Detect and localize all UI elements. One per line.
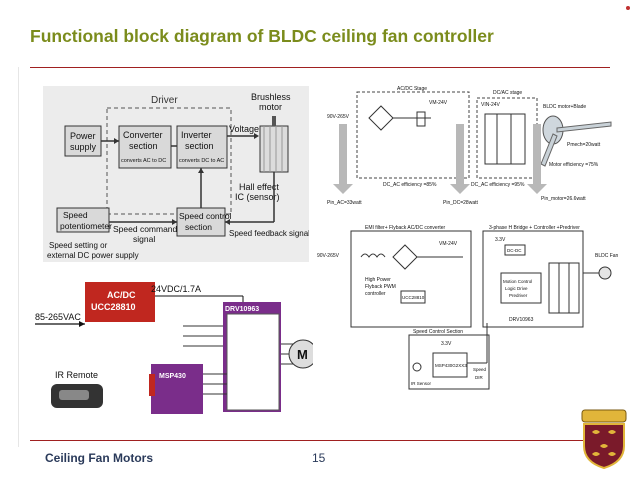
ir-remote-label: IR Remote — [55, 370, 98, 380]
dc-ac-eff2: DC_AC efficiency =95% — [471, 182, 525, 188]
mr-drv: DRV10963 — [509, 317, 534, 323]
driver-label: Driver — [151, 95, 178, 106]
mr-v33: 3.3V — [495, 237, 506, 243]
acdc-chip-line1: AC/DC — [107, 290, 136, 300]
acdc-chip-line2: UCC28810 — [91, 302, 136, 312]
acdc-stage-box — [356, 91, 470, 179]
speed-command-line1: Speed command — [113, 224, 178, 234]
speed-section-box — [408, 334, 490, 390]
page-number: 15 — [312, 451, 326, 465]
mcu-chip — [151, 364, 203, 414]
acdc-chip — [85, 282, 155, 322]
driver-boundary — [106, 107, 232, 215]
emi-box — [350, 230, 472, 328]
arrow-pin-ac — [333, 124, 353, 194]
arrow-pin-motor — [527, 124, 547, 194]
footer-rule — [30, 440, 585, 441]
logic-line1: Motion Control — [503, 279, 532, 284]
motor-symbol-label: M — [297, 347, 308, 362]
dir-tag: DIR — [475, 375, 484, 380]
motor-body — [259, 125, 289, 173]
mcu-chip-label: MSP430 — [159, 373, 186, 380]
dcac-stage-label: DC/AC stage — [493, 90, 522, 96]
pin-ac-label: Pin_AC=33watt — [327, 200, 362, 206]
speed-pot-line2: potentiometer — [60, 221, 112, 231]
inverter-block — [176, 125, 228, 169]
speed-control-line2: section — [185, 222, 212, 232]
inverter-line3: converts DC to AC — [179, 158, 224, 164]
title-rule — [30, 67, 610, 68]
power-supply-line2: supply — [70, 142, 97, 152]
mr-vin: 90V-265V — [317, 253, 340, 259]
supply-range-label: 85-265VAC — [35, 312, 81, 322]
motor-eff-label: Motor efficiency =75% — [549, 162, 599, 168]
power-supply-line1: Power — [70, 131, 96, 141]
flyback-line2: Flyback PWM — [365, 284, 396, 290]
accent-dot — [626, 6, 630, 10]
motor-label-2: motor — [259, 102, 282, 112]
hbridge-label: 3-phase H Bridge + Controller +Predriver — [489, 225, 580, 231]
converter-line1: Converter — [123, 130, 163, 140]
motor-label-1: Brushless — [251, 92, 291, 102]
pin-motor-label: Pin_motor=26.6watt — [541, 196, 586, 202]
slide-title: Functional block diagram of BLDC ceiling… — [30, 26, 494, 46]
tr-vm24: VM-24V — [429, 100, 448, 106]
footer-text: Ceiling Fan Motors — [45, 451, 153, 465]
speed-feedback-label: Speed feedback signal — [229, 229, 309, 238]
converter-block — [118, 125, 172, 169]
mr-v33b: 3.3V — [441, 341, 452, 347]
pmech-label: Pmech=20watt — [567, 142, 601, 148]
hbridge-box — [482, 230, 584, 328]
speed-command-line2: signal — [133, 234, 155, 244]
tr-vin: 90V-265V — [327, 114, 350, 120]
logic-line2: Logic Drive — [505, 286, 528, 291]
speed-setting-line2: external DC power supply — [47, 251, 139, 260]
tr-vin24: VIN-24V — [481, 102, 501, 108]
speed-setting-line1: Speed setting or — [49, 241, 108, 250]
flyback-line1: High Power — [365, 277, 391, 283]
flyback-line3: controller — [365, 291, 386, 297]
dc-rating-label: 24VDC/1.7A — [151, 284, 201, 294]
dc-ac-eff1: DC_AC efficiency =85% — [383, 182, 437, 188]
speed-pot-block — [56, 207, 110, 233]
mr-bldc-fan: BLDC Fan — [595, 253, 619, 259]
university-crest-logo — [581, 409, 627, 470]
mr-vm24: VM-24V — [439, 241, 458, 247]
speed-pot-line1: Speed — [63, 210, 88, 220]
speed-tag: Speed — [473, 367, 487, 372]
hall-effect-line1: Hall effect — [239, 182, 279, 192]
arrow-pin-dc — [450, 124, 470, 194]
voltage-label: Voltage — [229, 124, 259, 134]
mr-ucc: UCC28810 — [402, 295, 425, 300]
speed-control-line1: Speed control — [179, 211, 232, 221]
controller-schematic: AC/DC UCC28810 85-265VAC 24VDC/1.7A DRV1… — [35, 282, 318, 414]
mr-dcdc: DC-DC — [507, 248, 522, 253]
hall-effect-line2: IC (sensor) — [235, 192, 280, 202]
converter-line2: section — [129, 141, 158, 151]
power-supply-block — [64, 125, 102, 157]
acdc-stage-label: AC/DC Stage — [397, 86, 427, 92]
logic-line3: Predriver — [509, 293, 528, 298]
converter-line3: converts AC to DC — [121, 158, 166, 164]
pin-dc-label: Pin_DC=28watt — [443, 200, 478, 206]
inverter-line2: section — [185, 141, 214, 151]
mr-msp: MSP430G2XX3 — [435, 363, 467, 368]
left-margin-rule — [18, 67, 19, 447]
speed-section-label: Speed Control Section — [413, 329, 463, 335]
bldc-motor-label: BLDC motor+Blade — [543, 104, 586, 110]
system-schematic: EMI filter+ Flyback AC/DC converter 3-ph… — [313, 223, 626, 391]
drv-chip-label: DRV10963 — [225, 306, 259, 313]
bldc-fan-icon — [598, 266, 612, 280]
ir-sensor-label: IR Sensor — [411, 381, 432, 386]
emi-label: EMI filter+ Flyback AC/DC converter — [365, 225, 445, 231]
functional-block-diagram: Driver Power supply Converter section co… — [43, 86, 309, 262]
power-stage-diagram: AC/DC Stage DC/AC stage 90V-265V VM-24V … — [321, 84, 626, 210]
inverter-line1: Inverter — [181, 130, 212, 140]
